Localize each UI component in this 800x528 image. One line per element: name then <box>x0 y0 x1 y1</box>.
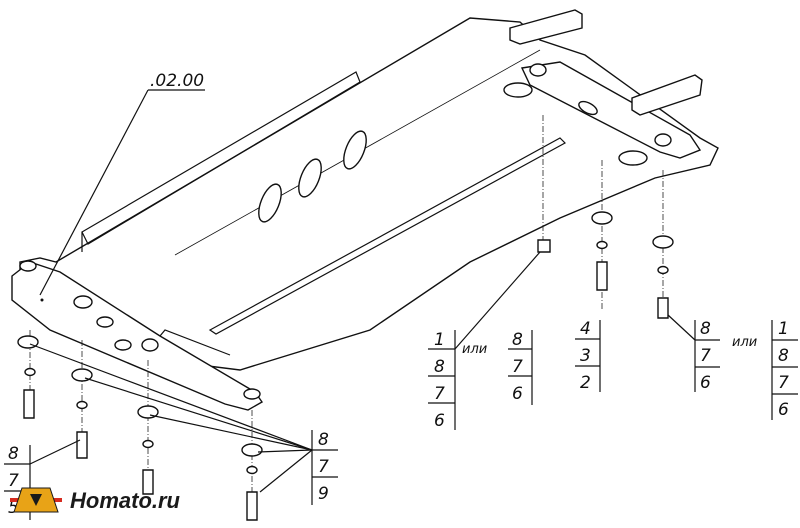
fasteners-left <box>17 335 263 521</box>
col-b-row-2: 7 <box>512 357 523 377</box>
col-d-row-2: 7 <box>700 346 711 366</box>
callout-col-d: 8 7 6 <box>667 314 720 393</box>
ref-label-text: .02.00 <box>150 71 204 91</box>
col-c-row-3: 2 <box>580 373 591 393</box>
col-a-row-3: 6 <box>434 411 445 431</box>
col-c-row-2: 3 <box>580 346 591 366</box>
col-e-row-4: 6 <box>778 400 789 420</box>
col-a-or: или <box>462 342 487 357</box>
fasteners-right <box>537 211 674 319</box>
callout-bottom-mid: 8 7 9 <box>29 343 338 505</box>
logo-text: Homato.ru <box>70 488 181 513</box>
callout-col-a: 1 или 8 7 6 <box>428 251 541 431</box>
callout-col-e: или 1 8 7 6 <box>732 319 798 420</box>
col-d-row-3: 6 <box>700 373 711 393</box>
rear-bracket <box>503 9 703 166</box>
left-bottom-row-1: 8 <box>8 444 19 464</box>
reference-label: .02.00 <box>39 71 205 296</box>
callout-col-c: 4 3 2 <box>575 319 601 393</box>
col-b-row-3: 6 <box>512 384 523 404</box>
callout-col-b: 8 7 6 <box>508 330 533 405</box>
homato-logo: Homato.ru <box>10 487 181 513</box>
col-e-row-2: 8 <box>778 346 789 366</box>
col-e-row-3: 7 <box>778 373 789 393</box>
col-e-row-1: 1 <box>778 319 789 339</box>
col-a-row-1: 8 <box>434 357 445 377</box>
bottom-mid-row-2: 7 <box>318 457 329 477</box>
left-bottom-row-3: 5 <box>8 498 19 518</box>
col-c-row-1: 4 <box>580 319 591 339</box>
col-a-top: 1 <box>434 330 445 350</box>
col-e-or: или <box>732 335 757 350</box>
col-a-row-2: 7 <box>434 384 445 404</box>
left-bottom-row-2: 7 <box>8 471 19 491</box>
col-d-row-1: 8 <box>700 319 711 339</box>
front-bracket <box>11 260 264 411</box>
col-b-row-1: 8 <box>512 330 523 350</box>
bottom-mid-row-3: 9 <box>318 484 329 504</box>
bottom-mid-row-1: 8 <box>318 430 329 450</box>
